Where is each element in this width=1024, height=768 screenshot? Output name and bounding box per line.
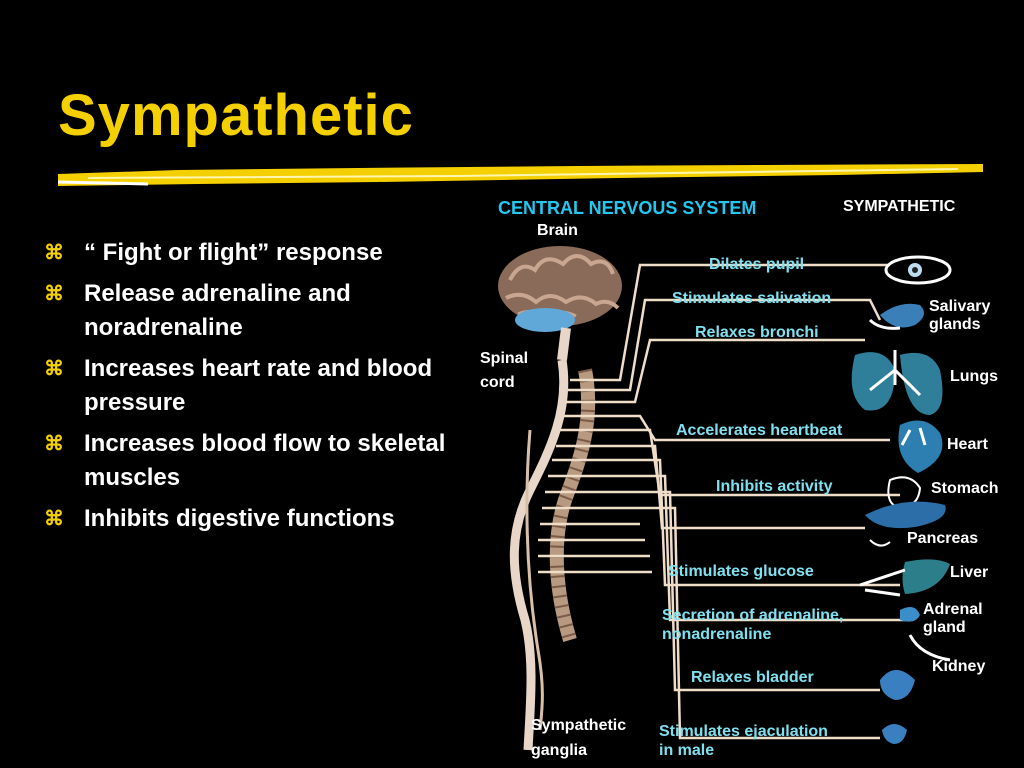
bullet-icon: ⌘ — [44, 358, 64, 380]
ganglia-label-line2: ganglia — [531, 742, 588, 759]
function-adrenaline-line2: nonadrenaline — [662, 626, 772, 643]
spinal-cord — [509, 359, 569, 751]
function-ejaculation-line2: in male — [659, 742, 715, 759]
ganglia-label-line1: Sympathetic — [531, 717, 627, 734]
spinal-label-line2: cord — [480, 374, 515, 391]
bullet-icon: ⌘ — [44, 508, 64, 530]
organ-heart: Heart — [947, 436, 988, 453]
brain-label: Brain — [537, 222, 578, 239]
eye-illustration — [884, 255, 952, 285]
organ-salivary-line2: glands — [929, 316, 981, 333]
organ-stomach: Stomach — [931, 480, 999, 497]
title-underline-brush — [58, 164, 983, 186]
organ-liver: Liver — [950, 564, 989, 581]
organ-adrenal-line2: gland — [923, 619, 966, 636]
function-bronchi: Relaxes bronchi — [695, 324, 819, 341]
function-glucose: Stimulates glucose — [668, 563, 814, 580]
function-bladder: Relaxes bladder — [691, 669, 814, 686]
lungs-illustration — [851, 350, 943, 415]
bullet-item: ⌘ Inhibits digestive functions — [44, 502, 454, 536]
brain-illustration — [498, 246, 622, 361]
diagram-artwork — [498, 246, 952, 751]
function-salivation: Stimulates salivation — [672, 290, 832, 307]
nerve-fibers — [538, 263, 910, 740]
bladder-illustration — [880, 670, 915, 700]
sympathetic-header: SYMPATHETIC — [843, 198, 956, 215]
salivary-glands-illustration — [868, 303, 924, 330]
reproductive-organ-illustration — [882, 724, 907, 744]
bullet-item: ⌘ Increases blood flow to skeletal muscle… — [44, 427, 454, 495]
cns-header: CENTRAL NERVOUS SYSTEM — [498, 198, 757, 218]
sympathetic-nervous-system-diagram: CENTRAL NERVOUS SYSTEM SYMPATHETIC Brain… — [470, 190, 1024, 768]
pancreas-illustration — [865, 501, 946, 547]
bullet-icon: ⌘ — [44, 433, 64, 455]
bullet-item: ⌘ Increases heart rate and blood pressure — [44, 352, 454, 420]
bullet-list: ⌘ “ Fight or flight” response ⌘ Release ad… — [44, 236, 454, 543]
spinal-label-line1: Spinal — [480, 350, 529, 367]
bullet-text: Release adrenaline and noradrenaline — [84, 280, 351, 341]
organ-salivary-line1: Salivary — [929, 298, 991, 315]
adrenal-kidney-illustration — [900, 606, 951, 662]
bullet-item: ⌘ “ Fight or flight” response — [44, 236, 454, 270]
bullet-text: Increases blood flow to skeletal muscles — [84, 430, 446, 491]
bullet-icon: ⌘ — [44, 242, 64, 264]
function-inhibits-activity: Inhibits activity — [716, 478, 833, 495]
function-dilates-pupil: Dilates pupil — [709, 256, 805, 273]
function-adrenaline-line1: Secretion of adrenaline, — [662, 607, 844, 624]
bullet-text: Inhibits digestive functions — [84, 505, 395, 532]
organ-kidney: Kidney — [932, 658, 986, 675]
slide-title: Sympathetic — [58, 83, 414, 148]
ganglia-chain — [525, 429, 544, 731]
bullet-text: “ Fight or flight” response — [84, 239, 383, 266]
function-heartbeat: Accelerates heartbeat — [676, 422, 843, 439]
liver-illustration — [859, 559, 950, 597]
organ-lungs: Lungs — [950, 368, 998, 385]
organ-adrenal-line1: Adrenal — [923, 601, 983, 618]
bullet-icon: ⌘ — [44, 283, 64, 305]
bullet-item: ⌘ Release adrenaline and noradrenaline — [44, 277, 454, 345]
heart-illustration — [898, 420, 943, 473]
organ-pancreas: Pancreas — [907, 530, 979, 547]
function-ejaculation-line1: Stimulates ejaculation — [659, 723, 828, 740]
bullet-text: Increases heart rate and blood pressure — [84, 355, 433, 416]
